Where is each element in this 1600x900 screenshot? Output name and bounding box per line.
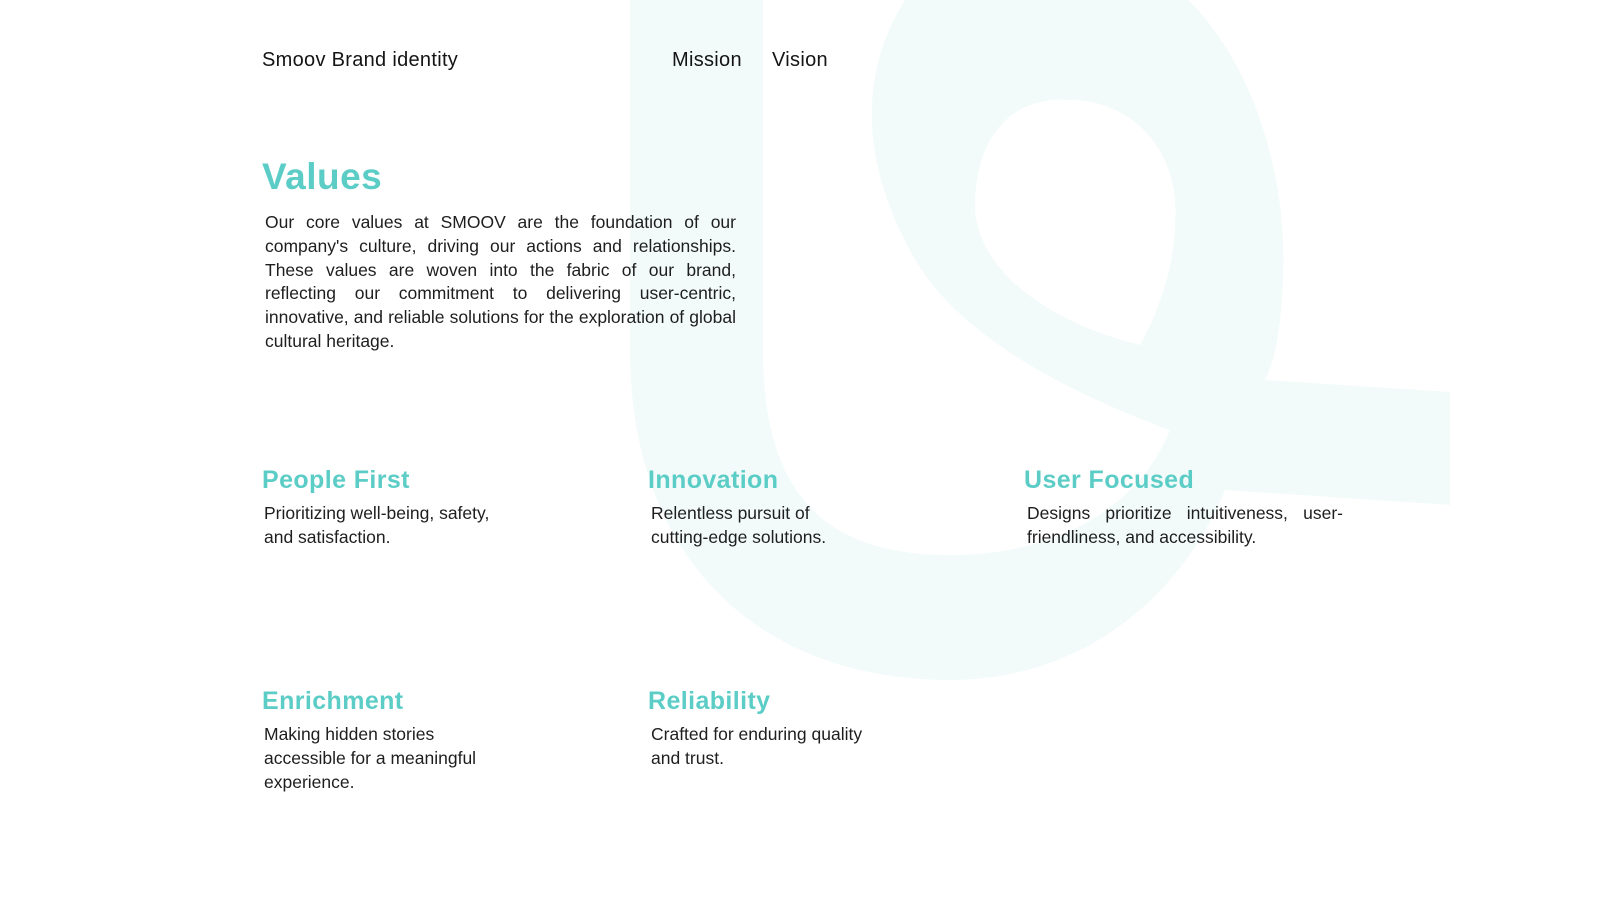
values-description: Our core values at SMOOV are the foundat… bbox=[265, 212, 736, 351]
value-description-line: accessible for a meaningful bbox=[264, 747, 477, 768]
value-description-line: Prioritizing well-being, safety, bbox=[264, 503, 490, 523]
value-description-user-focused: Designs prioritize intuitiveness, user-f… bbox=[1027, 503, 1343, 547]
value-title-user-focused: User Focused bbox=[1024, 466, 1195, 494]
brand-title: Smoov Brand identity bbox=[262, 49, 459, 71]
value-description-line: Making hidden stories bbox=[264, 724, 435, 744]
value-description-line: Crafted for enduring quality bbox=[651, 724, 863, 744]
value-description-enrichment: Making hidden stories accessible for a m… bbox=[264, 723, 584, 794]
nav-link-vision[interactable]: Vision bbox=[772, 49, 828, 71]
value-description-line: experience. bbox=[264, 771, 355, 792]
value-title-enrichment: Enrichment bbox=[262, 687, 404, 715]
value-description-reliability: Crafted for enduring quality and trust. bbox=[651, 723, 971, 771]
value-description-innovation: Relentless pursuit of cutting-edge solut… bbox=[651, 502, 971, 550]
value-description-people-first: Prioritizing well-being, safety, and sat… bbox=[264, 502, 584, 550]
value-description-line: Relentless pursuit of bbox=[651, 503, 810, 523]
value-title-innovation: Innovation bbox=[648, 466, 779, 494]
value-description-line: and trust. bbox=[651, 747, 724, 768]
value-description-line: cutting-edge solutions. bbox=[651, 526, 827, 547]
value-title-reliability: Reliability bbox=[648, 687, 771, 715]
value-title-people-first: People First bbox=[262, 466, 410, 494]
value-description-line: and satisfaction. bbox=[264, 526, 391, 547]
values-heading: Values bbox=[262, 156, 383, 197]
nav-link-mission[interactable]: Mission bbox=[672, 49, 742, 71]
